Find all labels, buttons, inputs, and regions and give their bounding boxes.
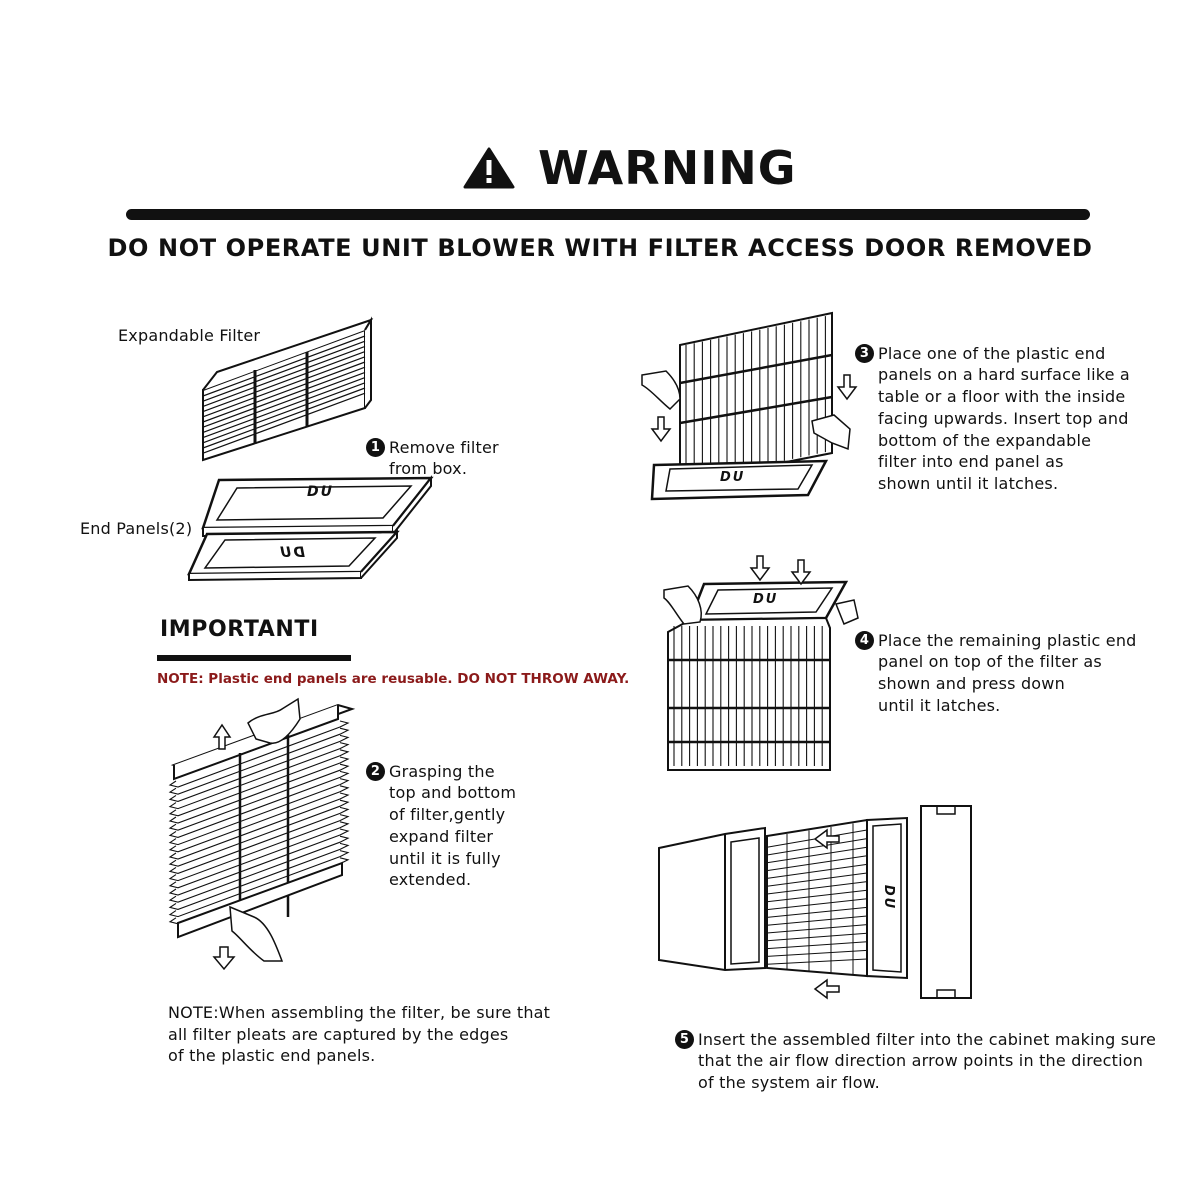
- step-2-text: Grasping the top and bottom of filter,ge…: [389, 761, 517, 890]
- step-5-illustration: [655, 800, 975, 1002]
- arrow-icon: [751, 556, 810, 584]
- hand-icon: [230, 699, 300, 961]
- hand-icon: [664, 586, 858, 624]
- step-4-number: 4: [855, 630, 874, 650]
- warning-triangle-icon: [463, 147, 515, 189]
- step-1: 1 Remove filter from box.: [366, 415, 499, 502]
- arrow-icon: [815, 830, 839, 998]
- step-4: 4 Place the remaining plastic end panel …: [855, 608, 1137, 738]
- step-4-text: Place the remaining plastic end panel on…: [878, 630, 1137, 715]
- step-5-panel-marking: DU: [881, 884, 897, 911]
- assembly-note: NOTE:When assembling the filter, be sure…: [168, 1003, 551, 1066]
- step-5: 5 Insert the assembled filter into the c…: [675, 1007, 1156, 1116]
- arrow-icon: [214, 725, 234, 969]
- step-3: 3 Place one of the plastic end panels on…: [855, 321, 1130, 516]
- header-divider: [126, 209, 1090, 220]
- step-1-number: 1: [366, 437, 385, 457]
- step-3-illustration: [636, 305, 856, 505]
- important-note: NOTE: Plastic end panels are reusable. D…: [157, 671, 630, 687]
- step-4-illustration: [660, 552, 860, 777]
- end-panels-illustration: [185, 470, 435, 585]
- expandable-filter-label: Expandable Filter: [118, 326, 261, 345]
- step-3-number: 3: [855, 343, 874, 363]
- panel-marking-bottom: DU: [278, 545, 305, 561]
- important-title: IMPORTANTI: [160, 617, 319, 642]
- important-divider: [157, 655, 351, 661]
- step-3-text: Place one of the plastic end panels on a…: [878, 343, 1130, 493]
- warning-subtitle: DO NOT OPERATE UNIT BLOWER WITH FILTER A…: [107, 234, 1093, 262]
- step-5-number: 5: [675, 1029, 694, 1049]
- step-4-panel-marking: DU: [753, 592, 779, 607]
- step-2: 2 Grasping the top and bottom of filter,…: [366, 739, 516, 913]
- expanding-filter-illustration: [170, 695, 370, 975]
- step-5-text: Insert the assembled filter into the cab…: [698, 1029, 1157, 1093]
- step-3-panel-marking: DU: [720, 470, 746, 485]
- step-1-text: Remove filter from box.: [389, 437, 499, 479]
- warning-title: WARNING: [538, 141, 797, 195]
- panel-marking-top: DU: [307, 484, 334, 500]
- arrow-icon: [652, 375, 856, 441]
- end-panels-label: End Panels(2): [80, 519, 193, 538]
- hand-icon: [642, 371, 850, 449]
- compressed-filter-illustration: [195, 312, 385, 462]
- step-2-number: 2: [366, 761, 385, 781]
